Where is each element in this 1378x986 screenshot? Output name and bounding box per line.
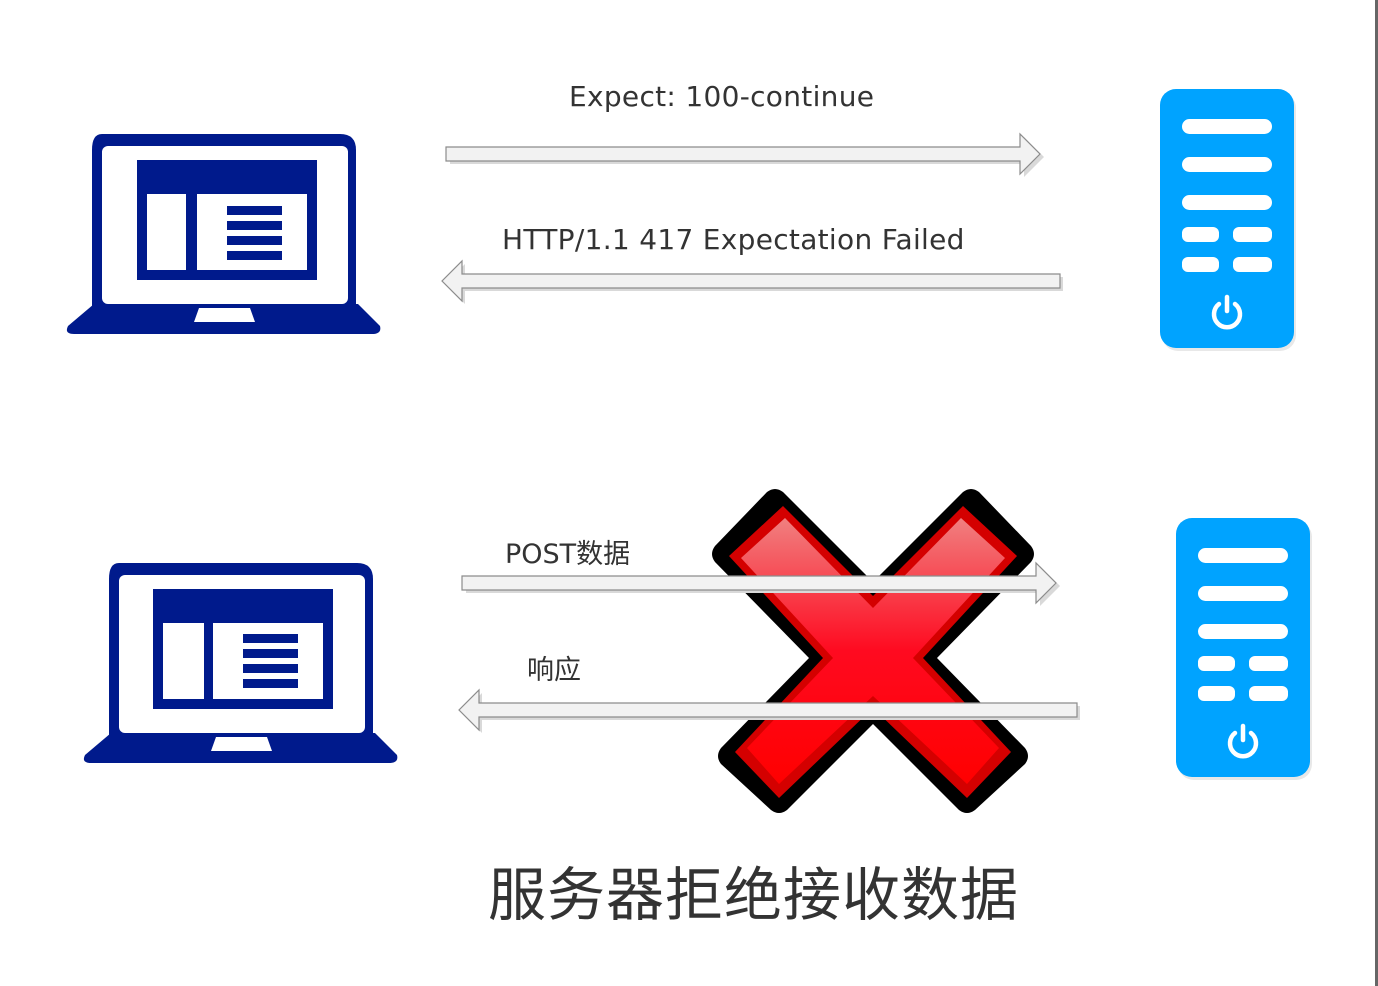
arrow-right-icon [445,132,1044,177]
power-icon [1227,723,1259,759]
bottom-server [1176,518,1312,780]
laptop-icon [83,563,398,763]
response-label-417: HTTP/1.1 417 Expectation Failed [502,223,965,256]
arrow-right-post [460,561,1060,607]
arrow-left-reply [457,688,1081,734]
arrow-left-response [440,259,1064,305]
blocked-marker [705,486,1045,816]
response-label-reply: 响应 [527,655,581,686]
power-icon [1211,294,1243,330]
top-server [1160,89,1296,351]
top-client-laptop [64,132,384,336]
request-label-post: POST数据 [505,539,631,570]
edge-divider [1375,0,1378,986]
server-icon [1160,89,1296,351]
red-x-icon [712,489,1034,813]
arrow-right-icon [461,561,1060,606]
arrow-right-request [444,132,1044,178]
server-icon [1176,518,1312,780]
arrow-left-icon [458,688,1080,733]
caption: 服务器拒绝接收数据 [488,861,1020,929]
laptop-icon [66,134,381,334]
request-label-expect: Expect: 100-continue [569,80,875,113]
arrow-left-icon [441,259,1063,304]
bottom-client-laptop [81,561,401,765]
